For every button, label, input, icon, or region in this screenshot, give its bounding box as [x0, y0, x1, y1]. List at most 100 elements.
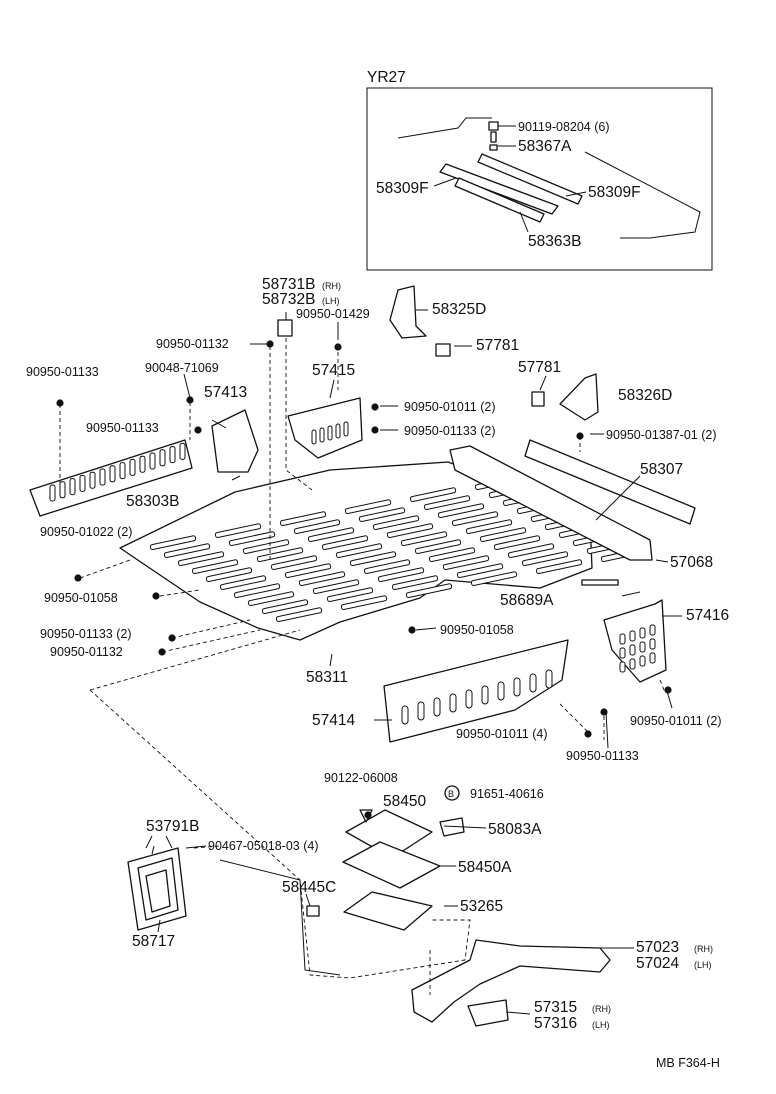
callout-53265: 53265: [460, 898, 503, 915]
bracket-57416: [603, 599, 667, 683]
callout-58717: 58717: [132, 933, 175, 950]
floor-rib: [219, 575, 267, 591]
floor-rib: [493, 535, 541, 551]
callout-58450a: 58450A: [458, 859, 512, 876]
floor-rib: [284, 563, 332, 579]
floor-rib: [451, 511, 499, 527]
footer-code: MB F364-H: [656, 1056, 720, 1070]
inset-rail-left: [439, 163, 559, 215]
callout-57316: 57316: [534, 1015, 577, 1032]
floor-rib: [214, 523, 262, 539]
bracket-slot: [619, 633, 626, 645]
seal-58450a: [342, 841, 441, 889]
floor-rib: [242, 539, 290, 555]
callout-90950-01132-top: 90950-01132: [156, 337, 229, 351]
panel-slot: [401, 705, 409, 725]
callout-58732b: 58732B: [262, 291, 315, 308]
floor-rib: [456, 563, 504, 579]
rail-slot: [159, 449, 166, 467]
floor-rib: [507, 543, 555, 559]
bracket-slot: [639, 627, 646, 639]
boot-58717-core: [145, 869, 171, 913]
rail-slot: [179, 442, 186, 460]
floor-rib: [423, 495, 471, 511]
callout-90950-01132-low: 90950-01132: [50, 645, 123, 659]
callout-90950-01133-mid: 90950-01133: [86, 421, 159, 435]
callout-90950-01058-mid: 90950-01058: [440, 623, 514, 637]
rail-slot: [119, 462, 126, 480]
member-57023: [411, 939, 611, 1023]
floor-rib: [414, 539, 462, 555]
rail-58307-body: [524, 439, 696, 525]
gasket-53265: [343, 891, 433, 931]
inset-label-58309f-right: 58309F: [588, 184, 641, 201]
callout-57023: 57023: [636, 939, 679, 956]
callout-90467: 90467-05018-03 (4): [208, 839, 319, 853]
bracket-slot: [335, 423, 341, 439]
callout-57781-b: 57781: [518, 359, 561, 376]
floor-rib: [372, 515, 420, 531]
bracket-slot: [343, 421, 349, 437]
callout-57415: 57415: [312, 362, 355, 379]
floor-rib: [391, 575, 439, 591]
panel-slot: [497, 681, 505, 701]
callout-58326d: 58326D: [618, 387, 672, 404]
bolt-icon: [56, 399, 64, 407]
clip-57781-b: [531, 391, 545, 407]
bracket-slot: [319, 427, 325, 443]
callout-90950-01011-4: 90950-01011 (4): [456, 727, 548, 741]
floor-rib: [275, 607, 323, 623]
rail-slot: [169, 446, 176, 464]
callout-58689a: 58689A: [500, 592, 554, 609]
rail-slot: [49, 484, 56, 502]
floor-panel-58311: [119, 461, 648, 641]
rail-slot: [89, 471, 96, 489]
bolt-icon: [364, 811, 372, 819]
clip-58083a: [439, 817, 465, 837]
floor-rib: [298, 571, 346, 587]
floor-rib: [479, 527, 527, 543]
callout-90950-01133-2-low: 90950-01133 (2): [40, 627, 132, 641]
callout-90950-01133-left: 90950-01133: [26, 365, 99, 379]
bracket-57413: [211, 409, 259, 473]
panel-slot: [449, 693, 457, 713]
clip-57781-a: [435, 343, 451, 357]
callout-90950-01133-bottom: 90950-01133: [566, 749, 639, 763]
rail-58303b: [29, 439, 193, 517]
bolt-icon: [371, 426, 379, 434]
callout-58083a: 58083A: [488, 821, 542, 838]
callout-58450: 58450: [383, 793, 426, 810]
bracket-slot: [311, 429, 317, 445]
bracket-slot: [629, 644, 636, 656]
callout-58311: 58311: [306, 669, 348, 686]
callout-57413: 57413: [204, 384, 247, 401]
callout-90950-01429: 90950-01429: [296, 307, 370, 321]
bolt-icon: [194, 426, 202, 434]
floor-rib: [270, 555, 318, 571]
callout-58307: 58307: [640, 461, 683, 478]
panel-slot: [481, 685, 489, 705]
floor-rib: [409, 487, 457, 503]
callout-90048-71069: 90048-71069: [145, 361, 219, 375]
callout-58732b-side: (LH): [322, 296, 340, 306]
callout-57068: 57068: [670, 554, 713, 571]
inset-frame: [366, 87, 713, 271]
bolt-icon: [74, 574, 82, 582]
floor-rib: [344, 499, 392, 515]
callout-91651-40616: 91651-40616: [470, 787, 544, 801]
floor-rib: [437, 503, 485, 519]
rail-slot: [139, 455, 146, 473]
bracket-slot: [629, 658, 636, 670]
inset-title: YR27: [367, 69, 406, 86]
circle-b-icon: [444, 785, 460, 801]
bracket-slot: [629, 630, 636, 642]
callout-58445c: 58445C: [282, 879, 336, 896]
panel-slot: [465, 689, 473, 709]
floor-rib: [177, 551, 225, 567]
callout-90950-01011-2-right: 90950-01011 (2): [630, 714, 722, 728]
bracket-slot: [649, 638, 656, 650]
floor-rib: [363, 559, 411, 575]
floor-rib: [358, 507, 406, 523]
rail-slot: [69, 478, 76, 496]
callout-57315: 57315: [534, 999, 577, 1016]
